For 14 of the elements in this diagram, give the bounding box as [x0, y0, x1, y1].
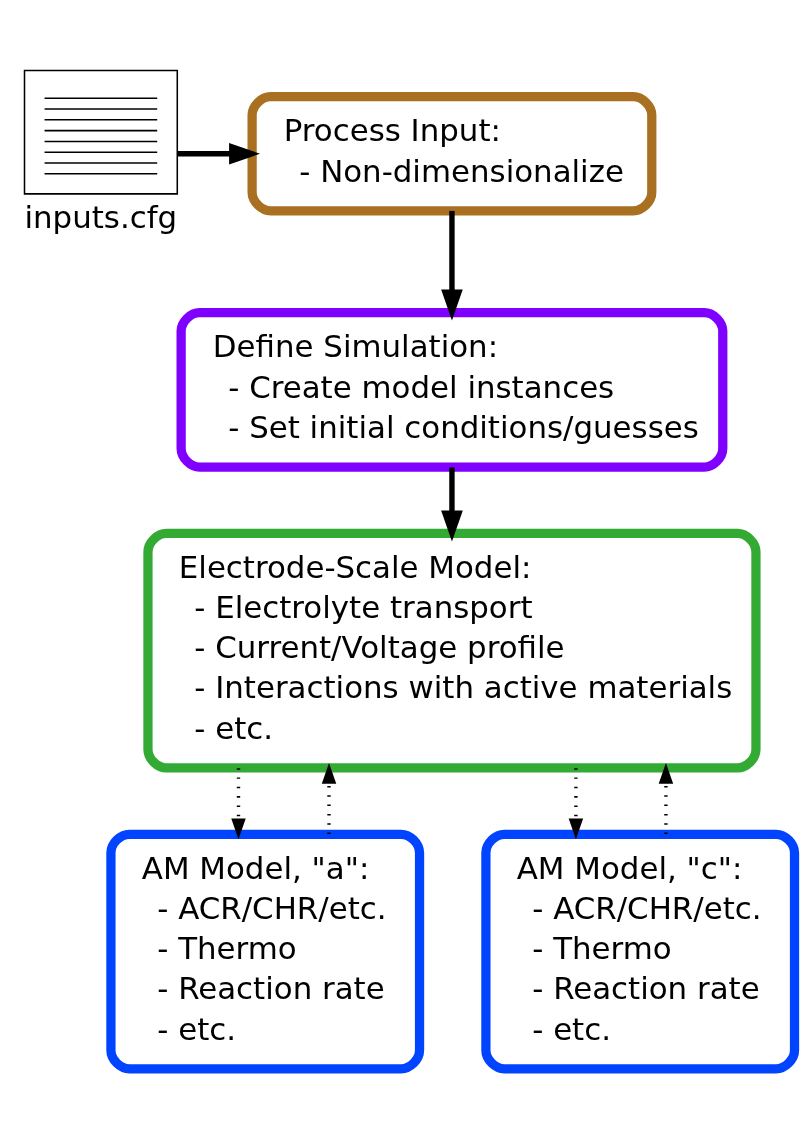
arrow	[321, 762, 337, 834]
arrow	[568, 767, 584, 839]
node-box: AM Model, "c": - ACR/CHR/etc. - Thermo - Reaction rate - etc.	[481, 829, 800, 1073]
arrow	[177, 142, 261, 165]
arrow	[441, 466, 463, 541]
arrow	[658, 762, 674, 834]
node-box: Define Simulation: - Create model instances - Set initial conditions/guesses	[176, 307, 728, 472]
arrow	[231, 767, 246, 839]
node-box: Process Input: - Non-dimensionalize	[247, 91, 657, 215]
node-box: AM Model, "a": - ACR/CHR/etc. - Thermo - Reaction rate - etc.	[106, 829, 425, 1073]
node-box: Electrode-Scale Model: - Electrolyte transport - Current/Voltage profile - Interactions with active materials - etc.	[143, 528, 761, 773]
node-label: inputs.cfg	[24, 198, 178, 235]
arrow	[441, 210, 463, 320]
node-picture	[23, 69, 179, 195]
